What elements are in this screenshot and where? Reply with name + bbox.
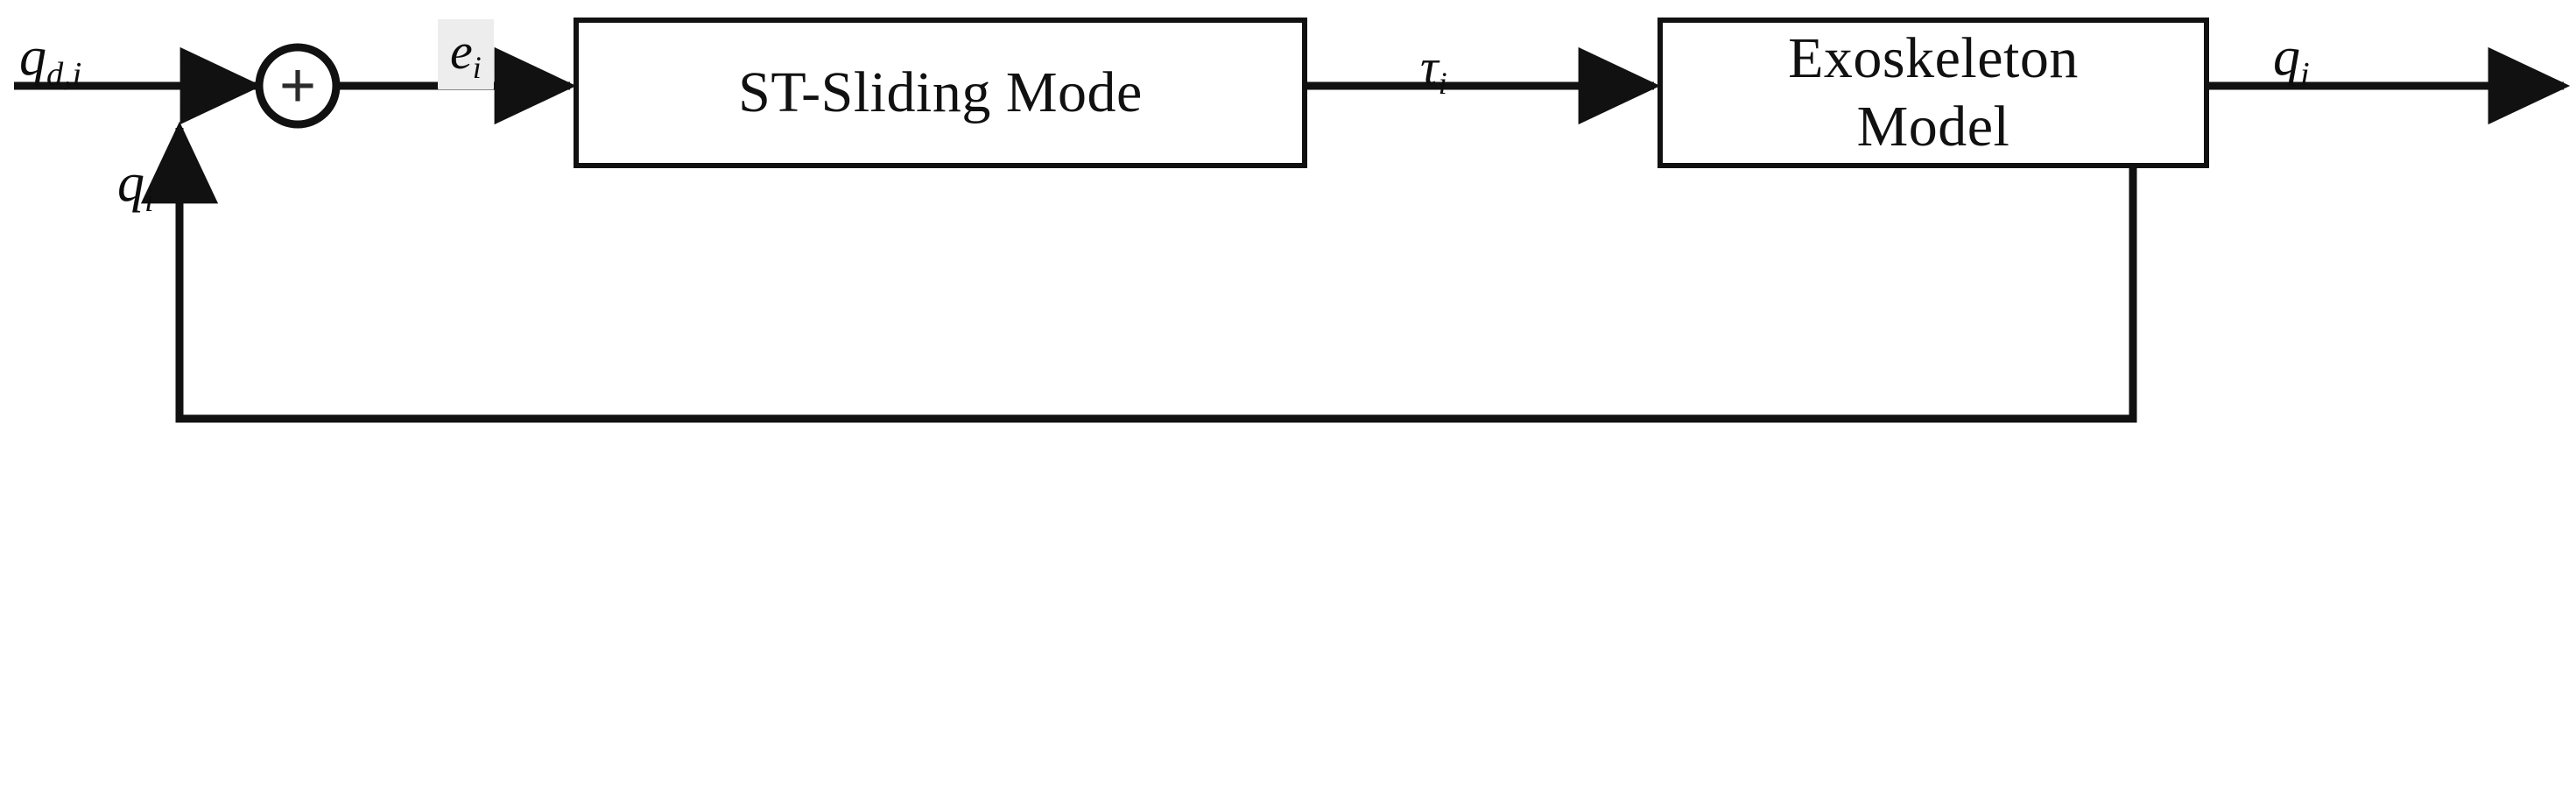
signal-label-output: qi xyxy=(2273,27,2310,91)
signal-label-feedback: qi xyxy=(117,153,154,217)
signal-label-torque: τi xyxy=(1420,39,1447,99)
signal-label-reference: qd,i xyxy=(19,27,82,91)
signal-label-reference-subscript: d,i xyxy=(46,55,82,93)
summing-junction-operator: + xyxy=(278,51,317,121)
block-exoskeleton-model[interactable]: Exoskeleton Model xyxy=(1658,18,2209,168)
signal-label-feedback-subscript: i xyxy=(144,181,155,219)
signal-label-error: ei xyxy=(438,19,495,89)
block-controller-label: ST-Sliding Mode xyxy=(738,60,1143,125)
connector-feedback-loop xyxy=(140,86,2137,423)
signal-label-output-subscript: i xyxy=(2300,55,2311,93)
block-st-sliding-mode[interactable]: ST-Sliding Mode xyxy=(574,18,1307,168)
signal-label-torque-subscript: i xyxy=(1438,65,1448,101)
signal-label-error-base: e xyxy=(450,23,473,80)
block-plant-label-line2: Model xyxy=(1856,95,2010,159)
signal-label-feedback-base: q xyxy=(117,153,144,213)
block-plant-label: Exoskeleton Model xyxy=(1788,25,2079,161)
signal-label-reference-base: q xyxy=(19,27,46,87)
signal-label-error-subscript: i xyxy=(472,49,482,85)
signal-label-torque-base: τ xyxy=(1420,39,1439,95)
block-plant-label-line1: Exoskeleton xyxy=(1788,26,2079,91)
signal-label-output-base: q xyxy=(2273,27,2300,87)
